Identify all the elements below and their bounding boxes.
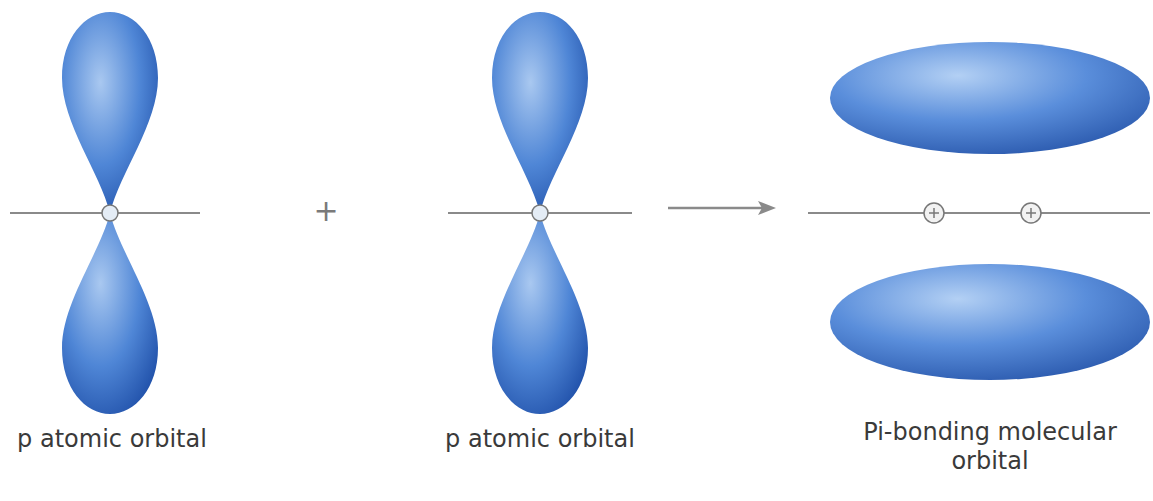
orbital-lobe xyxy=(62,213,158,414)
orbital-lobe xyxy=(492,12,588,213)
orbital-label: p atomic orbital xyxy=(7,425,217,454)
orbital-lobe xyxy=(492,213,588,414)
nucleus-circle xyxy=(1021,203,1041,223)
orbital-label: p atomic orbital xyxy=(425,425,655,454)
orbital-lobe xyxy=(830,264,1150,380)
nucleus-symbol xyxy=(1021,203,1041,223)
orbital-label: Pi-bonding molecular orbital xyxy=(840,418,1140,476)
p-orbital xyxy=(10,12,200,414)
arrow-head xyxy=(758,201,776,215)
axis-line xyxy=(808,212,1150,214)
p-orbital xyxy=(448,12,632,414)
nucleus-symbol xyxy=(924,203,944,223)
nucleus-symbol xyxy=(102,205,118,221)
reaction-arrow xyxy=(668,201,776,215)
plus-mark xyxy=(933,208,935,218)
plus-sign: + xyxy=(301,193,351,229)
pi-orbital xyxy=(808,42,1150,380)
orbital-lobe xyxy=(830,42,1150,154)
nucleus-circle xyxy=(924,203,944,223)
nucleus-symbol xyxy=(532,205,548,221)
orbital-lobe xyxy=(62,12,158,213)
arrow-shaft xyxy=(668,207,762,210)
plus-mark xyxy=(1030,208,1032,218)
